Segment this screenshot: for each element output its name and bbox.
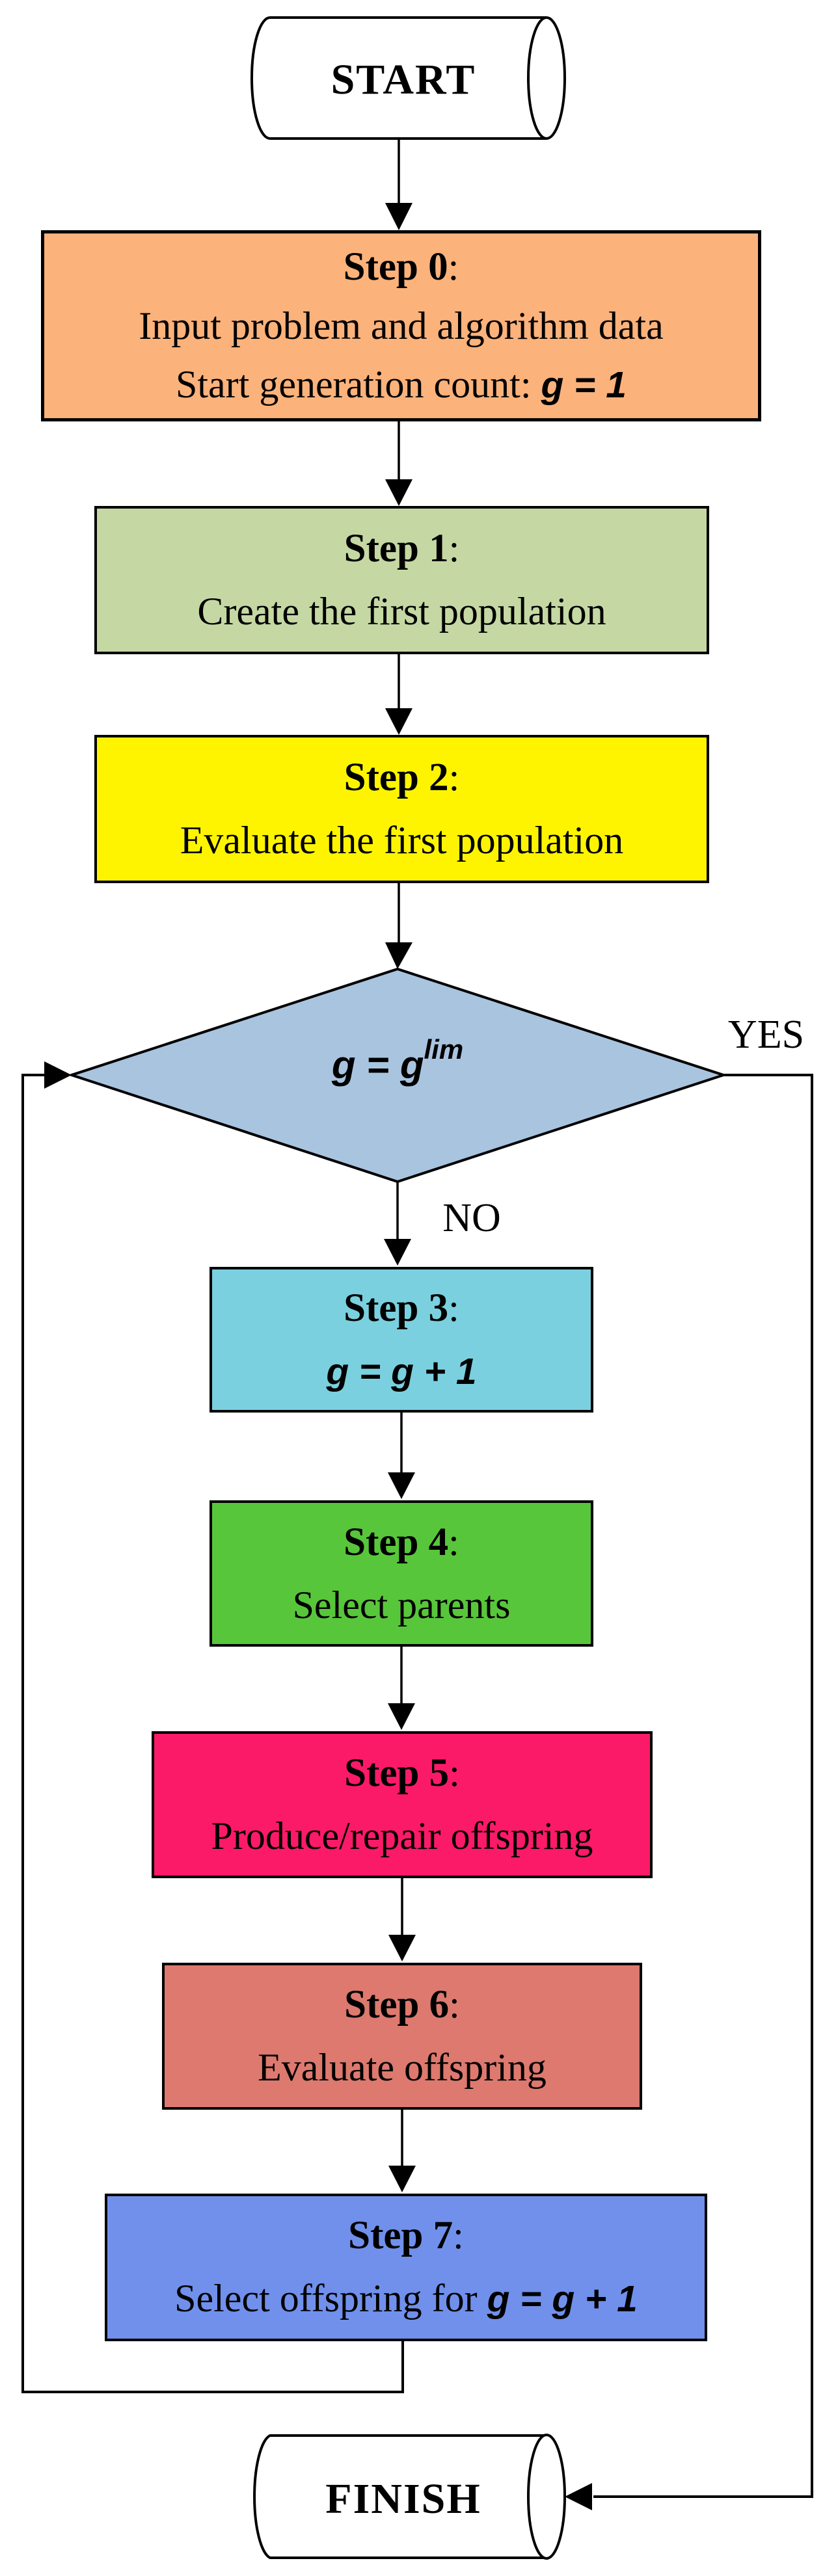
step3-title: Step 3: xyxy=(344,1286,459,1330)
arrowhead-into-step3 xyxy=(384,1239,411,1266)
step7-box: Step 7: Select offspring for g = g + 1 xyxy=(105,2194,707,2341)
step2-title: Step 2: xyxy=(344,756,460,799)
step5-box: Step 5: Produce/repair offspring xyxy=(152,1731,653,1878)
step2-box: Step 2: Evaluate the first population xyxy=(94,735,709,883)
step7-line1: Select offspring for g = g + 1 xyxy=(174,2277,638,2320)
step1-box: Step 1: Create the first population xyxy=(94,506,709,654)
start-terminal-label: START xyxy=(331,56,476,103)
step0-title: Step 0: xyxy=(343,245,459,289)
step0-line1: Input problem and algorithm data xyxy=(139,304,664,347)
finish-terminal-label: FINISH xyxy=(325,2475,481,2523)
step3-box: Step 3: g = g + 1 xyxy=(210,1267,593,1413)
no-branch-label: NO xyxy=(442,1196,501,1240)
arrowhead-into-step4 xyxy=(388,1472,415,1499)
step7-title: Step 7: xyxy=(348,2214,464,2257)
step1-line1: Create the first population xyxy=(197,590,606,633)
step3-line1: g = g + 1 xyxy=(326,1350,477,1392)
step0-box: Step 0: Input problem and algorithm data… xyxy=(41,230,761,421)
arrowhead-into-decision xyxy=(385,942,412,969)
step2-line1: Evaluate the first population xyxy=(180,819,624,862)
decision-expression: g = glim xyxy=(331,1034,464,1087)
step1-title: Step 1: xyxy=(344,527,460,570)
arrowhead-into-step6 xyxy=(388,1935,416,1961)
yes-branch-label: YES xyxy=(727,1013,805,1057)
arrowhead-into-step7 xyxy=(388,2166,416,2192)
arrowhead-into-finish xyxy=(565,2483,592,2510)
step4-line1: Select parents xyxy=(292,1583,511,1627)
step6-box: Step 6: Evaluate offspring xyxy=(162,1963,642,2110)
step4-box: Step 4: Select parents xyxy=(210,1500,593,1647)
flow-arrowheads xyxy=(384,203,416,2192)
step6-line1: Evaluate offspring xyxy=(258,2046,547,2089)
arrowhead-into-decision-left xyxy=(44,1061,72,1089)
step4-title: Step 4: xyxy=(344,1520,459,1564)
arrowhead-into-step1 xyxy=(385,479,412,506)
step5-title: Step 5: xyxy=(344,1751,460,1795)
step0-line2: Start generation count: g = 1 xyxy=(176,363,627,406)
step6-title: Step 6: xyxy=(344,1983,460,2026)
arrowhead-into-step5 xyxy=(388,1703,415,1730)
arrowhead-into-step2 xyxy=(385,708,412,735)
arrowhead-into-step0 xyxy=(385,203,412,230)
step5-line1: Produce/repair offspring xyxy=(211,1814,593,1857)
